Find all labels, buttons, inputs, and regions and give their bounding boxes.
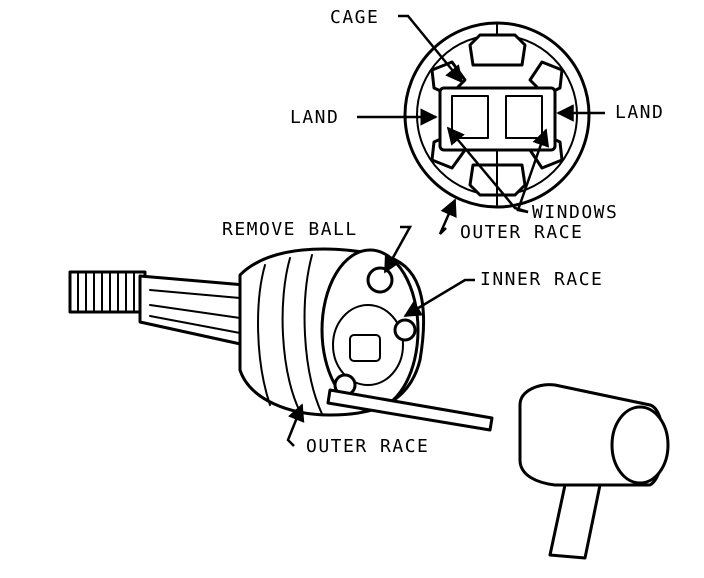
cage-label: CAGE (330, 7, 379, 28)
outer-race-top-label: OUTER RACE (460, 222, 583, 243)
windows-label: WINDOWS (532, 202, 618, 223)
remove-ball-label: REMOVE BALL (222, 219, 358, 240)
inner-race-label: INNER RACE (480, 269, 603, 290)
end-view-illustration (403, 21, 591, 209)
assembly-illustration (68, 247, 670, 560)
land-left-label: LAND (290, 107, 339, 128)
outer-race-bottom-label: OUTER RACE (306, 436, 429, 457)
land-right-label: LAND (615, 102, 664, 123)
leader-lines (286, 14, 605, 447)
